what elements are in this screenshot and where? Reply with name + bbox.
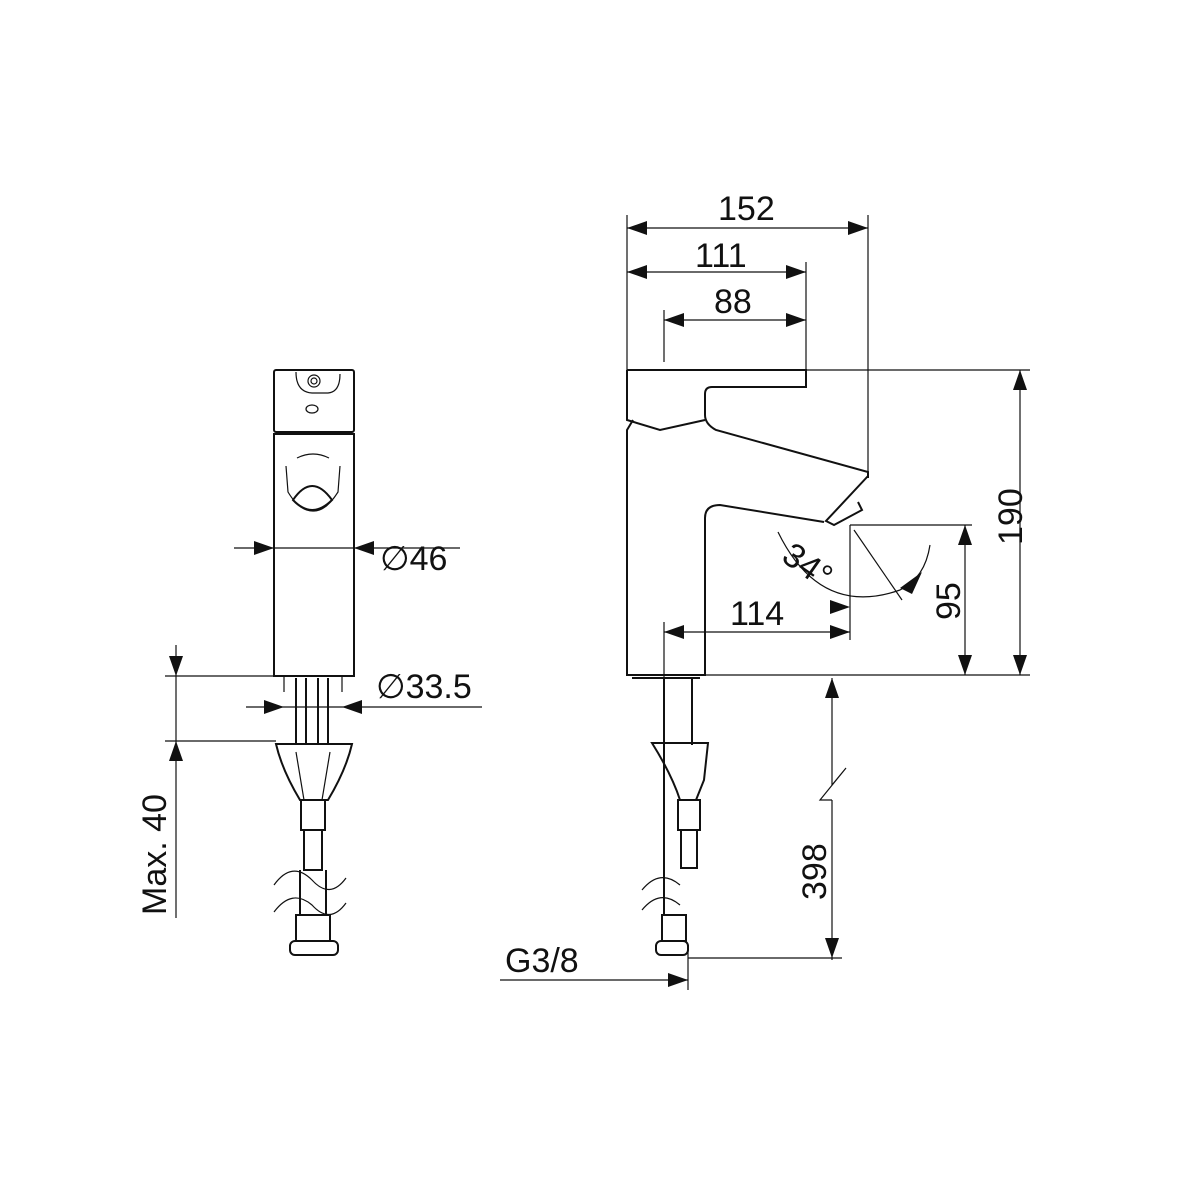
dim-body-diameter: ∅46 <box>380 540 447 578</box>
front-dimensions <box>165 541 482 918</box>
dim-spout-height: 95 <box>930 582 968 620</box>
dim-shank-diameter: ∅33.5 <box>376 668 472 706</box>
side-dimensions <box>500 215 1030 990</box>
dim-overall-length: 152 <box>718 190 775 228</box>
dim-handle-inner: 88 <box>714 283 752 321</box>
dim-spout-reach: 114 <box>730 595 784 633</box>
front-view-faucet <box>273 369 355 956</box>
dim-hose-length: 398 <box>796 843 834 900</box>
dim-connection-thread: G3/8 <box>505 942 579 980</box>
dim-max-thickness: Max. 40 <box>136 794 174 915</box>
side-view-faucet <box>626 369 869 956</box>
dim-height: 190 <box>992 488 1030 545</box>
dim-handle-length: 111 <box>695 237 747 275</box>
